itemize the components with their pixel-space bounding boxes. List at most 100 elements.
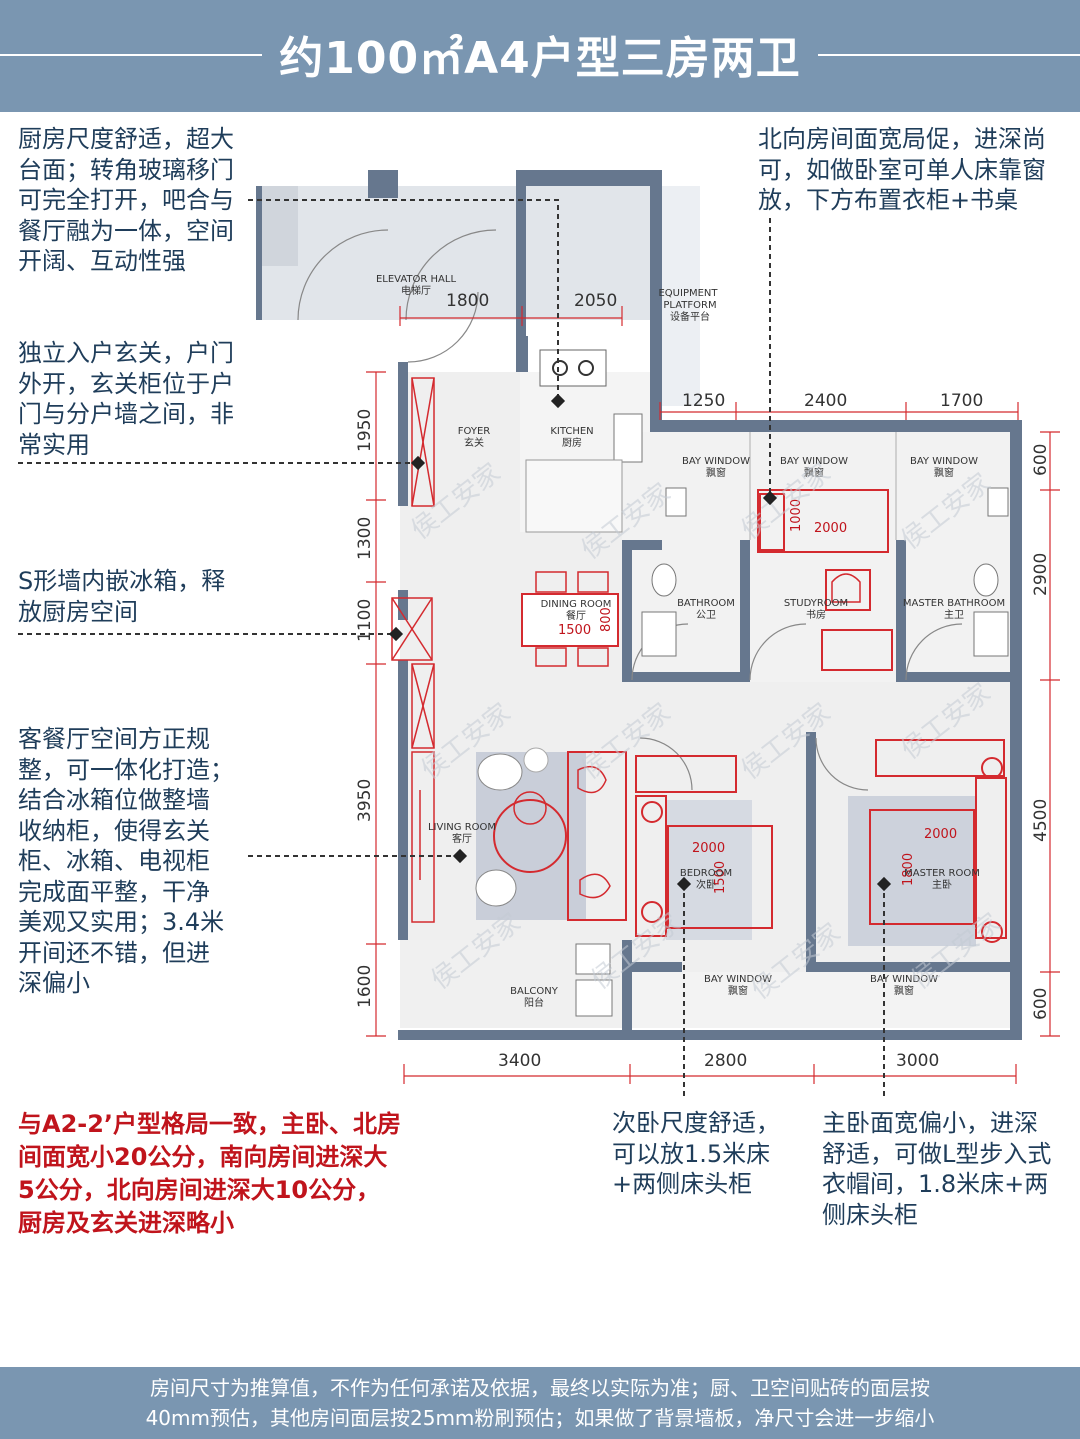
foyer-cabinets: [391, 377, 435, 923]
label-dining-cn: 餐厅: [566, 609, 586, 622]
dim-left-1100: 1100: [355, 599, 375, 642]
dim-right-600a: 600: [1031, 444, 1051, 476]
dim-right-2900: 2900: [1031, 553, 1051, 596]
page-title: 约100㎡A4户型三房两卫: [279, 33, 801, 84]
note-line: 餐厅融为一体，空间: [18, 216, 234, 245]
note-line: 美观又实用；3.4米: [18, 908, 225, 936]
dim-left-1300: 1300: [355, 517, 375, 560]
dim-master-d: 1800: [901, 853, 916, 886]
note-line: 主卧面宽偏小，进深: [822, 1109, 1038, 1137]
label-balcony-en: BALCONY: [510, 986, 559, 997]
note-bedroom2: 次卧尺度舒适， 可以放1.5米床 +两侧床头柜: [612, 1108, 780, 1200]
label-bedroom-cn: 次卧: [696, 878, 716, 891]
note-line: 可以放1.5米床: [612, 1139, 771, 1168]
note-line: 衣帽间，1.8米床+两: [822, 1170, 1049, 1198]
label-foyer-en: FOYER: [458, 426, 491, 437]
dim-dining-d: 800: [599, 607, 614, 632]
dim-right-4500: 4500: [1031, 799, 1051, 842]
footer-line-1: 房间尺寸为推算值，不作为任何承诺及依据，最终以实际为准；厨、卫空间贴砖的面层按: [150, 1376, 930, 1400]
dim-bottom-3000: 3000: [896, 1051, 939, 1071]
dimension-lines: [366, 306, 1060, 1084]
label-dining-en: DINING ROOM: [541, 599, 612, 610]
label-elevator-en: ELEVATOR HALL: [376, 274, 457, 285]
note-line: 开阔、互动性强: [18, 247, 186, 275]
note-line: 柜、冰箱、电视柜: [18, 847, 210, 875]
study-furniture: [757, 489, 893, 671]
label-masterroom-en: MASTER ROOM: [904, 868, 980, 879]
note-line: 可，如做卧室可单人床靠窗: [758, 155, 1046, 184]
bedroom2-furniture: [635, 755, 773, 937]
label-bay1-en: BAY WINDOW: [682, 456, 750, 467]
note-line: 可完全打开，吧合与: [18, 186, 234, 214]
header-rule-right: [818, 54, 1080, 56]
leader-lines: [18, 199, 885, 1100]
label-bay2-en: BAY WINDOW: [780, 456, 848, 467]
label-kitchen-cn: 厨房: [562, 436, 582, 449]
note-line: 外开，玄关柜位于户: [18, 369, 234, 398]
label-masterbath-en: MASTER BATHROOM: [903, 598, 1005, 609]
kitchen-fixtures: [525, 349, 643, 533]
dim-right-600b: 600: [1031, 988, 1051, 1020]
dim-bottom-3400: 3400: [498, 1051, 541, 1071]
label-bay3-en: BAY WINDOW: [910, 456, 978, 467]
dim-top-2050: 2050: [574, 291, 617, 311]
label-equipment-cn: 设备平台: [670, 310, 710, 323]
label-bay5-cn: 飘窗: [894, 984, 914, 997]
note-line: 舒适，可做L型步入式: [822, 1139, 1052, 1168]
note-line: S形墙内嵌冰箱，释: [18, 567, 226, 595]
note-line: 完成面平整，干净: [18, 877, 210, 906]
bedroom-rug: [666, 800, 752, 940]
note-kitchen: 厨房尺度舒适，超大 台面；转角玻璃移门 可完全打开，吧合与 餐厅融为一体，空间 …: [18, 124, 234, 277]
bathroom-fixtures: [575, 487, 1009, 1017]
note-line: 客餐厅空间方正规: [18, 725, 210, 753]
label-foyer-cn: 玄关: [464, 436, 484, 449]
note-line: 收纳柜，使得玄关: [18, 816, 210, 845]
leader-markers: [388, 393, 892, 892]
label-bathroom-en: BATHROOM: [677, 598, 735, 609]
dim-top-1800: 1800: [446, 291, 489, 311]
dim-study-bed-w: 2000: [814, 521, 847, 536]
note-line: 侧床头柜: [822, 1200, 918, 1229]
note-line: 间面宽小20公分，南向房间进深大: [18, 1143, 388, 1171]
walls: [256, 170, 1022, 1040]
note-living: 客餐厅空间方正规 整，可一体化打造； 结合冰箱位做整墙 收纳柜，使得玄关 柜、冰…: [18, 724, 234, 999]
label-bay1-cn: 飘窗: [706, 466, 726, 479]
dim-study-bed-d: 1000: [789, 499, 804, 532]
note-line: 次卧尺度舒适，: [612, 1109, 780, 1137]
label-masterbath-cn: 主卫: [944, 609, 964, 621]
label-bathroom-cn: 公卫: [696, 610, 716, 621]
header-rule-left: [0, 54, 262, 56]
note-line: +两侧床头柜: [612, 1170, 753, 1198]
note-line: 与A2-2’户型格局一致，主卧、北房: [18, 1110, 402, 1138]
dim-top-1250: 1250: [682, 391, 725, 411]
room-labels: ELEVATOR HALL 电梯厅 EQUIPMENT PLATFORM 设备平…: [376, 274, 1005, 1009]
dim-top-1700: 1700: [940, 391, 983, 411]
label-kitchen-en: KITCHEN: [550, 426, 593, 437]
note-line: 北向房间面宽局促，进深尚: [758, 125, 1046, 153]
door-swings: [297, 229, 963, 791]
dim-left-1600: 1600: [355, 965, 375, 1008]
footer-disclaimer: 房间尺寸为推算值，不作为任何承诺及依据，最终以实际为准；厨、卫空间贴砖的面层按 …: [0, 1367, 1080, 1439]
dim-bottom-2800: 2800: [704, 1051, 747, 1071]
note-line: 5公分，北向房间进深大10公分，: [18, 1176, 381, 1204]
note-line: 台面；转角玻璃移门: [18, 155, 234, 184]
note-line: 结合冰箱位做整墙: [18, 786, 210, 814]
header-bar: 约100㎡A4户型三房两卫: [0, 0, 1080, 112]
label-bay4-en: BAY WINDOW: [704, 974, 772, 985]
furniture-dim-labels: 1500 800 2000 1000 2000 1500 2000 1800: [558, 499, 957, 894]
note-line: 常实用: [18, 430, 90, 459]
label-study-cn: 书房: [806, 608, 826, 621]
label-bay2-cn: 飘窗: [804, 466, 824, 479]
note-line: 放，下方布置衣柜+书桌: [758, 186, 1019, 214]
label-equipment-en1: EQUIPMENT: [658, 288, 718, 299]
note-line: 厨房尺度舒适，超大: [18, 125, 234, 153]
note-line: 深偏小: [18, 969, 90, 997]
label-elevator-cn: 电梯厅: [401, 284, 431, 297]
master-furniture: [869, 739, 1007, 943]
note-comparison: 与A2-2’户型格局一致，主卧、北房 间面宽小20公分，南向房间进深大 5公分，…: [18, 1108, 401, 1240]
note-master: 主卧面宽偏小，进深 舒适，可做L型步入式 衣帽间，1.8米床+两 侧床头柜: [822, 1108, 1051, 1230]
label-bay4-cn: 飘窗: [728, 984, 748, 997]
label-bay3-cn: 飘窗: [934, 466, 954, 479]
dim-top-2400: 2400: [804, 391, 847, 411]
